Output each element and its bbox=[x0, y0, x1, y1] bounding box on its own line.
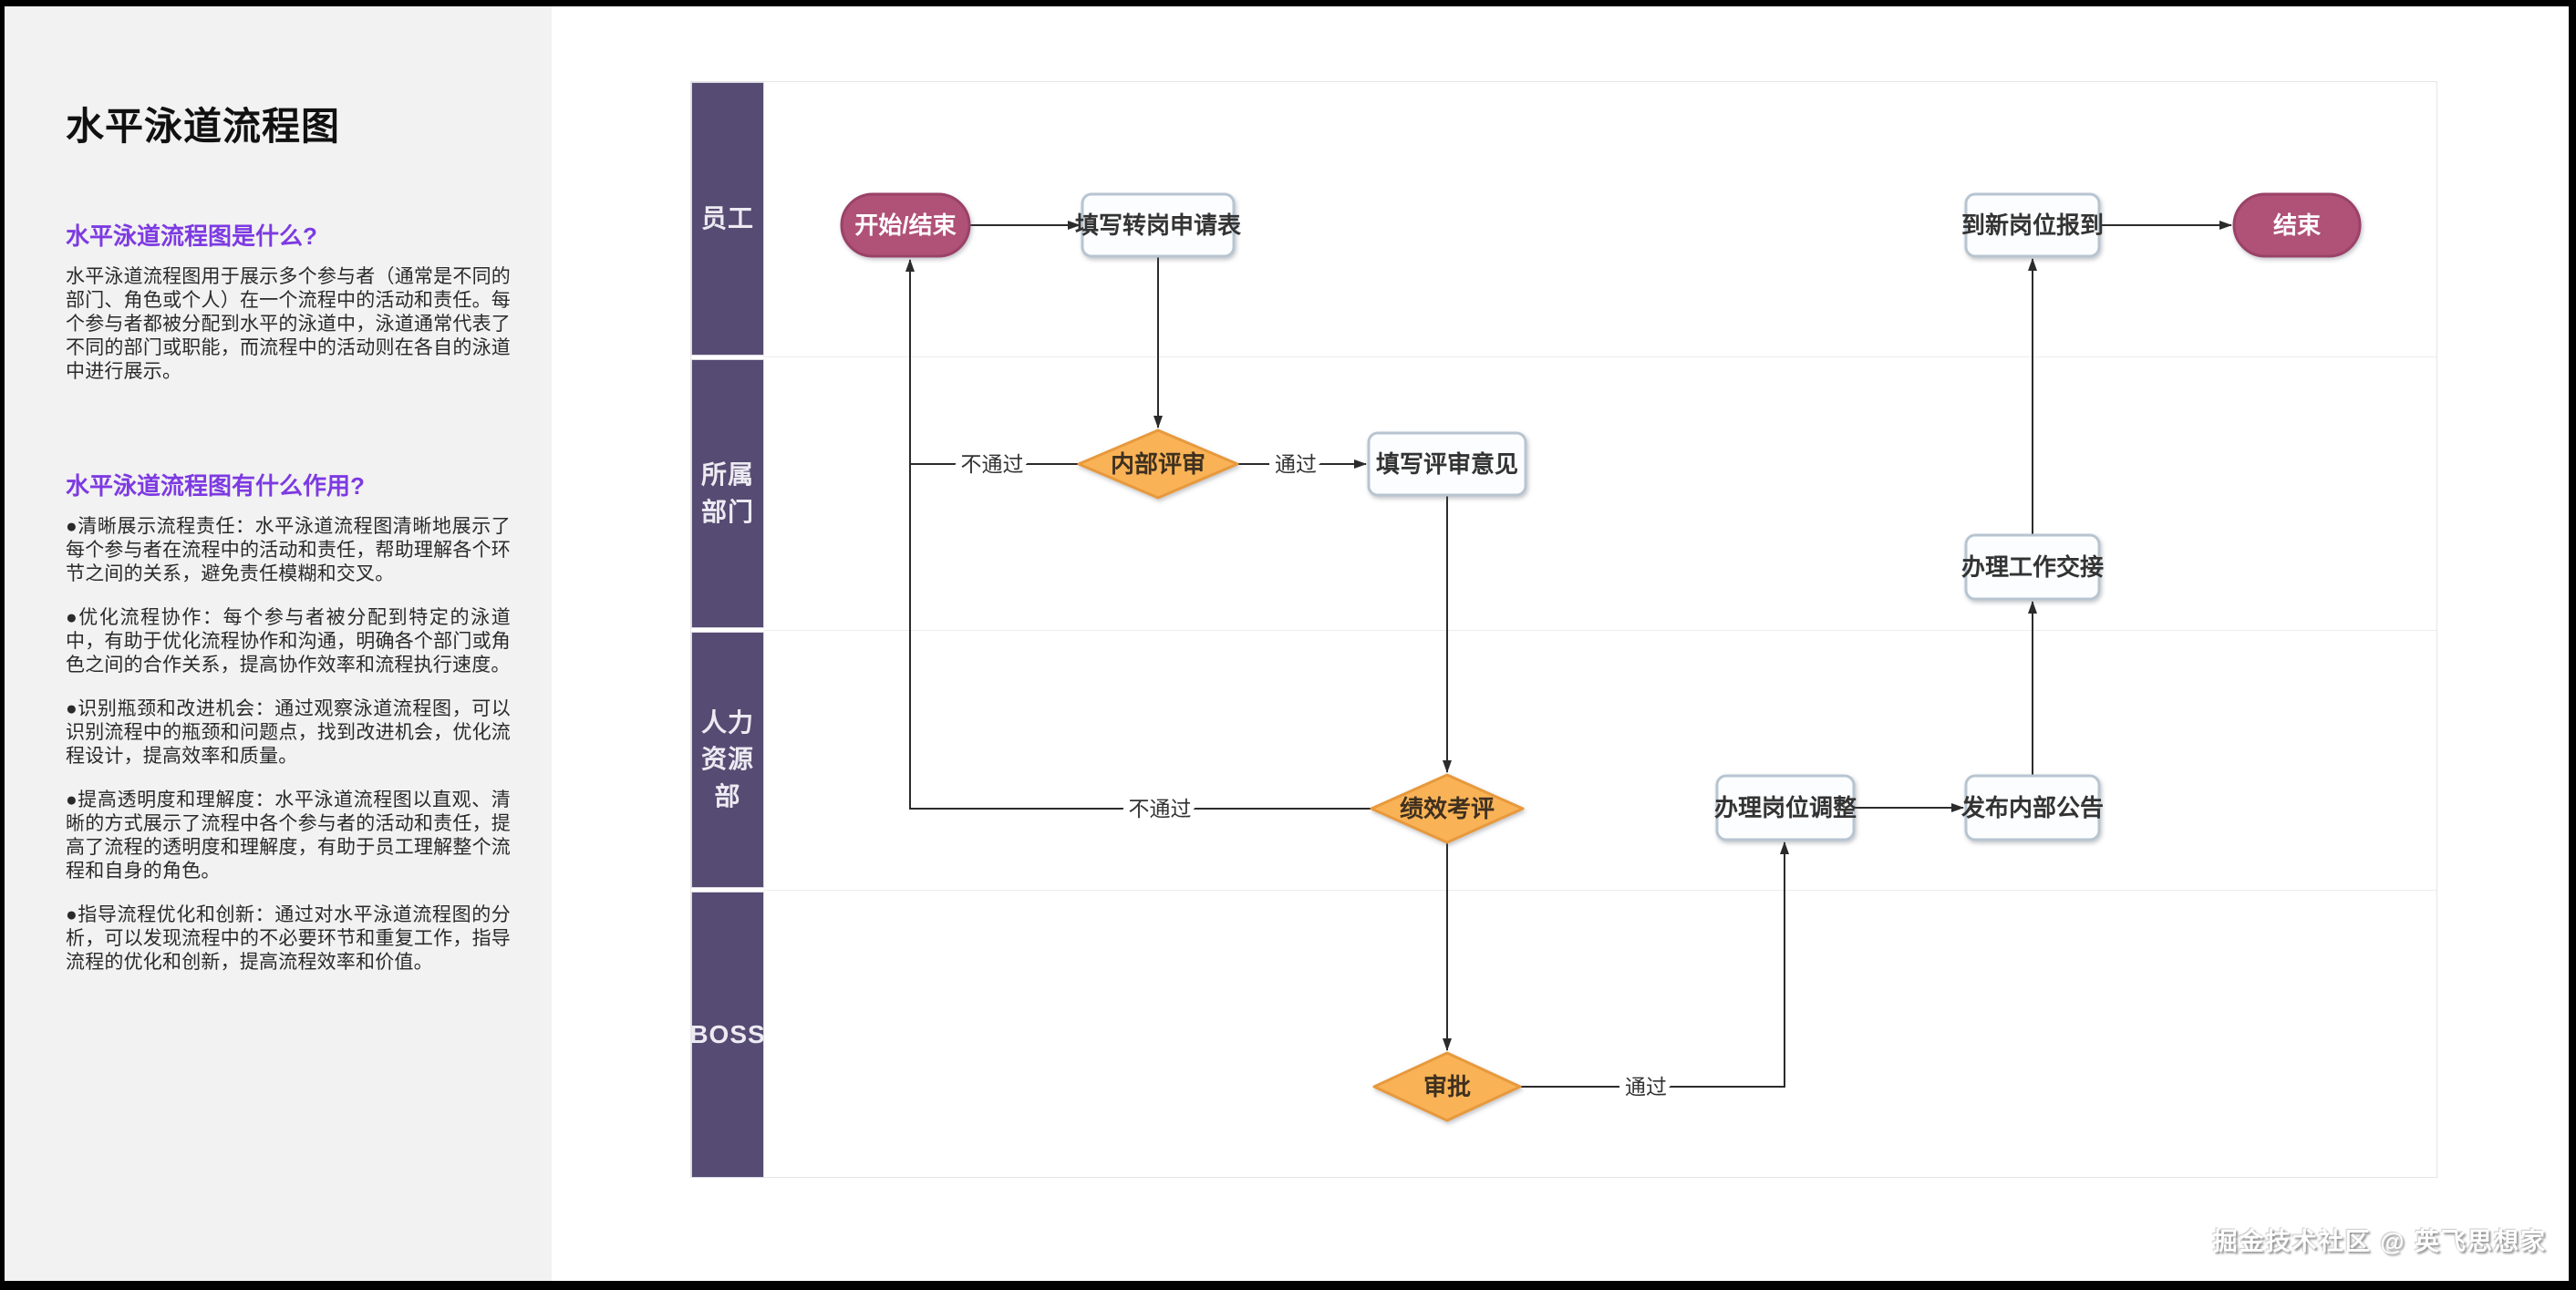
section-heading-what-is: 水平泳道流程图是什么? bbox=[66, 222, 317, 251]
lane-header-department: 所属部门 bbox=[691, 359, 764, 628]
watermark: 掘金技术社区 @ 英飞思想家 bbox=[2212, 1228, 2547, 1255]
purpose-bullet: ●优化流程协作：每个参与者被分配到特定的泳道中，有助于优化流程协作和沟通，明确各… bbox=[66, 606, 511, 676]
lane-header-employee: 员工 bbox=[691, 82, 764, 356]
lane-header-hr: 人力资源部 bbox=[691, 632, 764, 888]
purpose-bullet: ●提高透明度和理解度：水平泳道流程图以直观、清晰的方式展示了流程中各个参与者的活… bbox=[66, 789, 511, 882]
lane-header-boss: BOSS bbox=[689, 892, 765, 1178]
purpose-bullet: ●指导流程优化和创新：通过对水平泳道流程图的分析，可以发现流程中的不必要环节和重… bbox=[66, 903, 511, 973]
purpose-bullet: ●清晰展示流程责任：水平泳道流程图清晰地展示了每个参与者在流程中的活动和责任，帮… bbox=[66, 515, 511, 584]
lane-separator bbox=[764, 890, 2436, 891]
lane-separator bbox=[764, 630, 2436, 631]
section-heading-purpose: 水平泳道流程图有什么作用? bbox=[66, 472, 365, 501]
purpose-bullet: ●识别瓶颈和改进机会：通过观察泳道流程图，可以识别流程中的瓶颈和问题点，找到改进… bbox=[66, 697, 511, 767]
swimlane-diagram: 员工 所属部门 人力资源部 BOSS bbox=[689, 81, 2437, 1178]
page-title: 水平泳道流程图 bbox=[66, 105, 341, 148]
section-what-is-body: 水平泳道流程图用于展示多个参与者（通常是不同的部门、角色或个人）在一个流程中的活… bbox=[66, 266, 511, 383]
lane-separator bbox=[764, 356, 2436, 357]
sidebar: 水平泳道流程图 水平泳道流程图是什么? 水平泳道流程图用于展示多个参与者（通常是… bbox=[5, 6, 552, 1281]
